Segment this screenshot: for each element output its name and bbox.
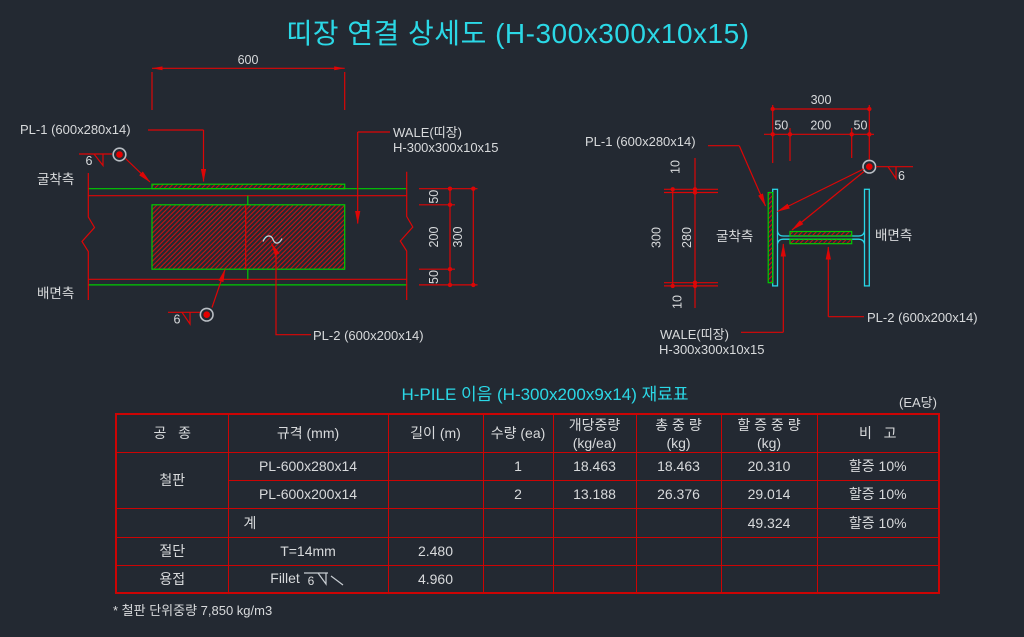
- pl1-label: PL-1 (600x280x14): [20, 122, 131, 137]
- h-flange-left: [772, 188, 779, 287]
- col-header-qty: 수량 (ea): [482, 413, 554, 453]
- h-flange-right: [863, 188, 870, 287]
- svg-text:200: 200: [810, 119, 831, 133]
- material-table: 공 종 규격 (mm) 길이 (m) 수량 (ea) 개당중량(kg/ea) 총…: [115, 413, 940, 594]
- fillet-weld-icon: 6: [303, 572, 344, 588]
- svg-text:280: 280: [680, 227, 694, 248]
- dim-stack-top: 300 50 200 50: [764, 93, 874, 163]
- svg-text:300: 300: [811, 93, 832, 107]
- svg-text:6: 6: [86, 154, 93, 168]
- svg-text:10: 10: [668, 160, 682, 174]
- svg-text:300: 300: [451, 227, 465, 248]
- break-tilde: [262, 235, 283, 244]
- break-line-left: [81, 173, 96, 300]
- pl1-plate-section: [767, 191, 774, 284]
- per-ea-note: (EA당): [899, 395, 937, 410]
- svg-text:50: 50: [427, 190, 441, 204]
- col-header-total-weight: 총 중 량(kg): [635, 413, 722, 453]
- svg-text:50: 50: [854, 119, 868, 133]
- svg-text:6: 6: [307, 574, 314, 587]
- col-header-length: 길이 (m): [387, 413, 484, 453]
- break-line-right: [399, 171, 414, 300]
- wale-label-section: WALE(띠장): [660, 327, 729, 342]
- weld-symbol-top: 6: [79, 147, 151, 183]
- svg-text:50: 50: [427, 270, 441, 284]
- svg-text:300: 300: [649, 227, 663, 248]
- col-header-surcharge-weight: 할 증 중 량(kg): [720, 413, 818, 453]
- back-side-label-section: 배면측: [875, 228, 912, 243]
- table-row: PL-600x200x14 2 13.188 26.376 29.014 할증 …: [116, 479, 940, 509]
- weld-symbol-bottom: 6: [168, 268, 226, 327]
- table-row: 용접 Fillet 6 4.960: [115, 564, 939, 594]
- pl1-label-section: PL-1 (600x280x14): [585, 134, 696, 149]
- wale-label: WALE(띠장): [393, 125, 462, 140]
- pl2-plate-top: [789, 230, 853, 237]
- svg-text:6: 6: [898, 169, 905, 183]
- weld-symbol-section: 6: [776, 159, 913, 231]
- table-row: 계 49.324 할증 10%: [115, 507, 940, 538]
- dim-stack-left: 10 280 300 10: [649, 158, 718, 309]
- table-row: 철판 PL-600x280x14 1 18.463 18.463 20.310 …: [115, 451, 940, 509]
- svg-text:10: 10: [670, 295, 684, 309]
- svg-text:600: 600: [238, 53, 259, 67]
- pl2-plate-bottom: [789, 238, 853, 245]
- drawing-title: 띠장 연결 상세도 (H-300x300x10x15): [286, 18, 750, 49]
- table-row: 절단 T=14mm 2.480: [115, 536, 940, 566]
- pl2-label-section: PL-2 (600x200x14): [867, 310, 978, 325]
- col-header-remark: 비 고: [816, 413, 940, 453]
- unit-weight-footnote: * 철판 단위중량 7,850 kg/m3: [113, 603, 273, 618]
- table-title: H-PILE 이음 (H-300x200x9x14) 재료표: [401, 385, 689, 404]
- left-view: 600 50 200 50 300 P: [20, 53, 499, 343]
- dim-600: 600: [151, 53, 346, 110]
- pl2-label: PL-2 (600x200x14): [313, 328, 424, 343]
- pl1-plate: [151, 183, 346, 190]
- col-header-work: 공 종: [115, 413, 229, 453]
- excavation-side-label: 굴착측: [37, 172, 74, 187]
- dim-stack-right: 50 200 50 300: [419, 186, 478, 288]
- pl2-plate: [151, 204, 346, 270]
- col-header-spec: 규격 (mm): [227, 413, 389, 453]
- svg-text:H-300x300x10x15: H-300x300x10x15: [659, 342, 765, 357]
- table-header-row: 공 종 규격 (mm) 길이 (m) 수량 (ea) 개당중량(kg/ea) 총…: [115, 413, 940, 453]
- excavation-side-label-section: 굴착측: [716, 229, 753, 244]
- svg-text:50: 50: [774, 119, 788, 133]
- col-header-unit-weight: 개당중량(kg/ea): [552, 413, 637, 453]
- svg-text:200: 200: [427, 227, 441, 248]
- svg-text:H-300x300x10x15: H-300x300x10x15: [393, 140, 499, 155]
- svg-text:6: 6: [174, 313, 181, 327]
- back-side-label: 배면측: [37, 286, 74, 301]
- right-view: 300 50 200 50: [585, 93, 978, 357]
